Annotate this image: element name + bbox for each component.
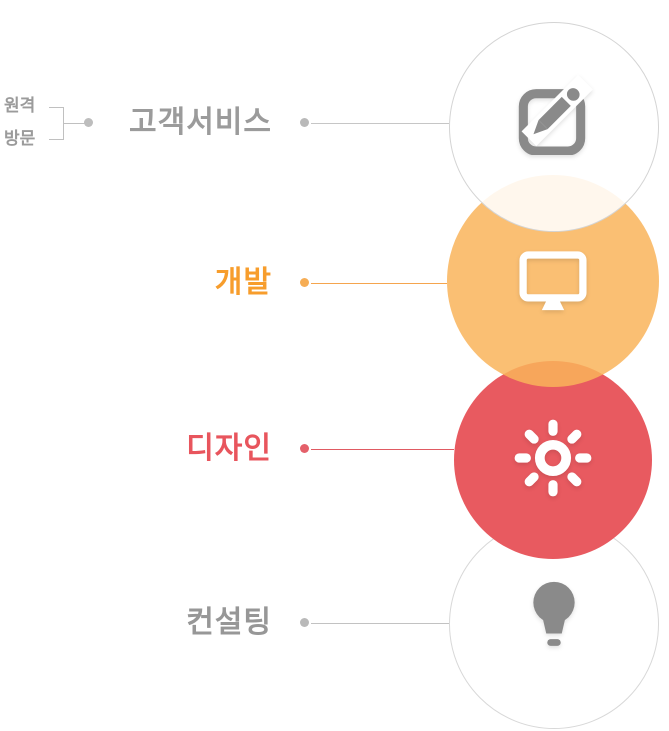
label-consulting: 컨설팅 <box>186 606 272 639</box>
edit-icon <box>514 74 594 170</box>
circle-customer-service <box>449 22 659 232</box>
connector-dot-consulting <box>300 618 309 627</box>
bracket-mid-line <box>64 123 85 124</box>
bulb-icon <box>523 581 585 666</box>
label-design: 디자인 <box>186 432 272 465</box>
bracket-stub-bottom <box>49 139 64 140</box>
connector-dot-customer-service <box>300 118 309 127</box>
monitor-icon <box>514 240 592 323</box>
bracket-vertical-line <box>63 107 64 140</box>
connector-dot-design <box>300 444 309 453</box>
sub-label-remote: 원격 <box>4 96 36 115</box>
sub-label-visit: 방문 <box>4 129 36 148</box>
connector-line-design <box>311 449 454 450</box>
connector-dot-development <box>300 278 309 287</box>
circle-design <box>454 361 652 559</box>
bracket-dot <box>84 118 93 127</box>
connector-line-customer-service <box>311 123 449 124</box>
label-development: 개발 <box>214 266 272 299</box>
connector-line-development <box>311 283 447 284</box>
connector-line-consulting <box>311 623 449 624</box>
bracket-stub-top <box>49 107 64 108</box>
sun-icon <box>510 415 596 506</box>
label-customer-service: 고객서비스 <box>129 106 272 139</box>
